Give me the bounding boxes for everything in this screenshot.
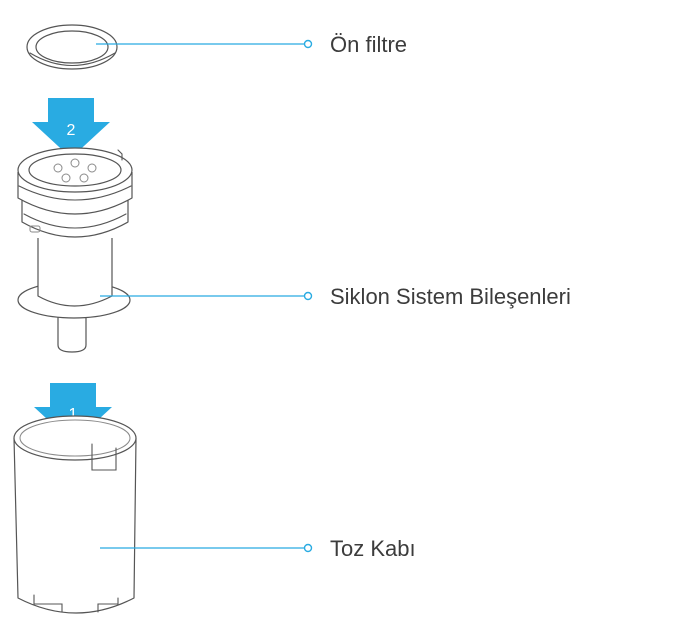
step-2-number: 2 — [67, 122, 76, 139]
callout-pre-filter: Ön filtre — [96, 32, 407, 57]
dust-cup-label: Toz Kabı — [330, 536, 416, 561]
down-arrow-icon — [32, 98, 110, 158]
callout-dust-cup: Toz Kabı — [100, 536, 416, 561]
cyclone-assembly — [17, 147, 133, 353]
down-arrow-icon — [34, 383, 112, 443]
step-1-arrow: 1 — [34, 383, 112, 443]
step-2-arrow: 2 — [32, 98, 110, 158]
cyclone-label: Siklon Sistem Bileşenleri — [330, 284, 571, 309]
dust-cup — [13, 415, 137, 614]
callout-cyclone: Siklon Sistem Bileşenleri — [100, 284, 571, 309]
step-1-number: 1 — [69, 406, 78, 423]
circle-dot-icon — [303, 291, 313, 301]
circle-dot-icon — [303, 543, 313, 553]
pre-filter-label: Ön filtre — [330, 32, 407, 57]
circle-dot-icon — [303, 39, 313, 49]
pre-filter-ring — [26, 24, 118, 70]
